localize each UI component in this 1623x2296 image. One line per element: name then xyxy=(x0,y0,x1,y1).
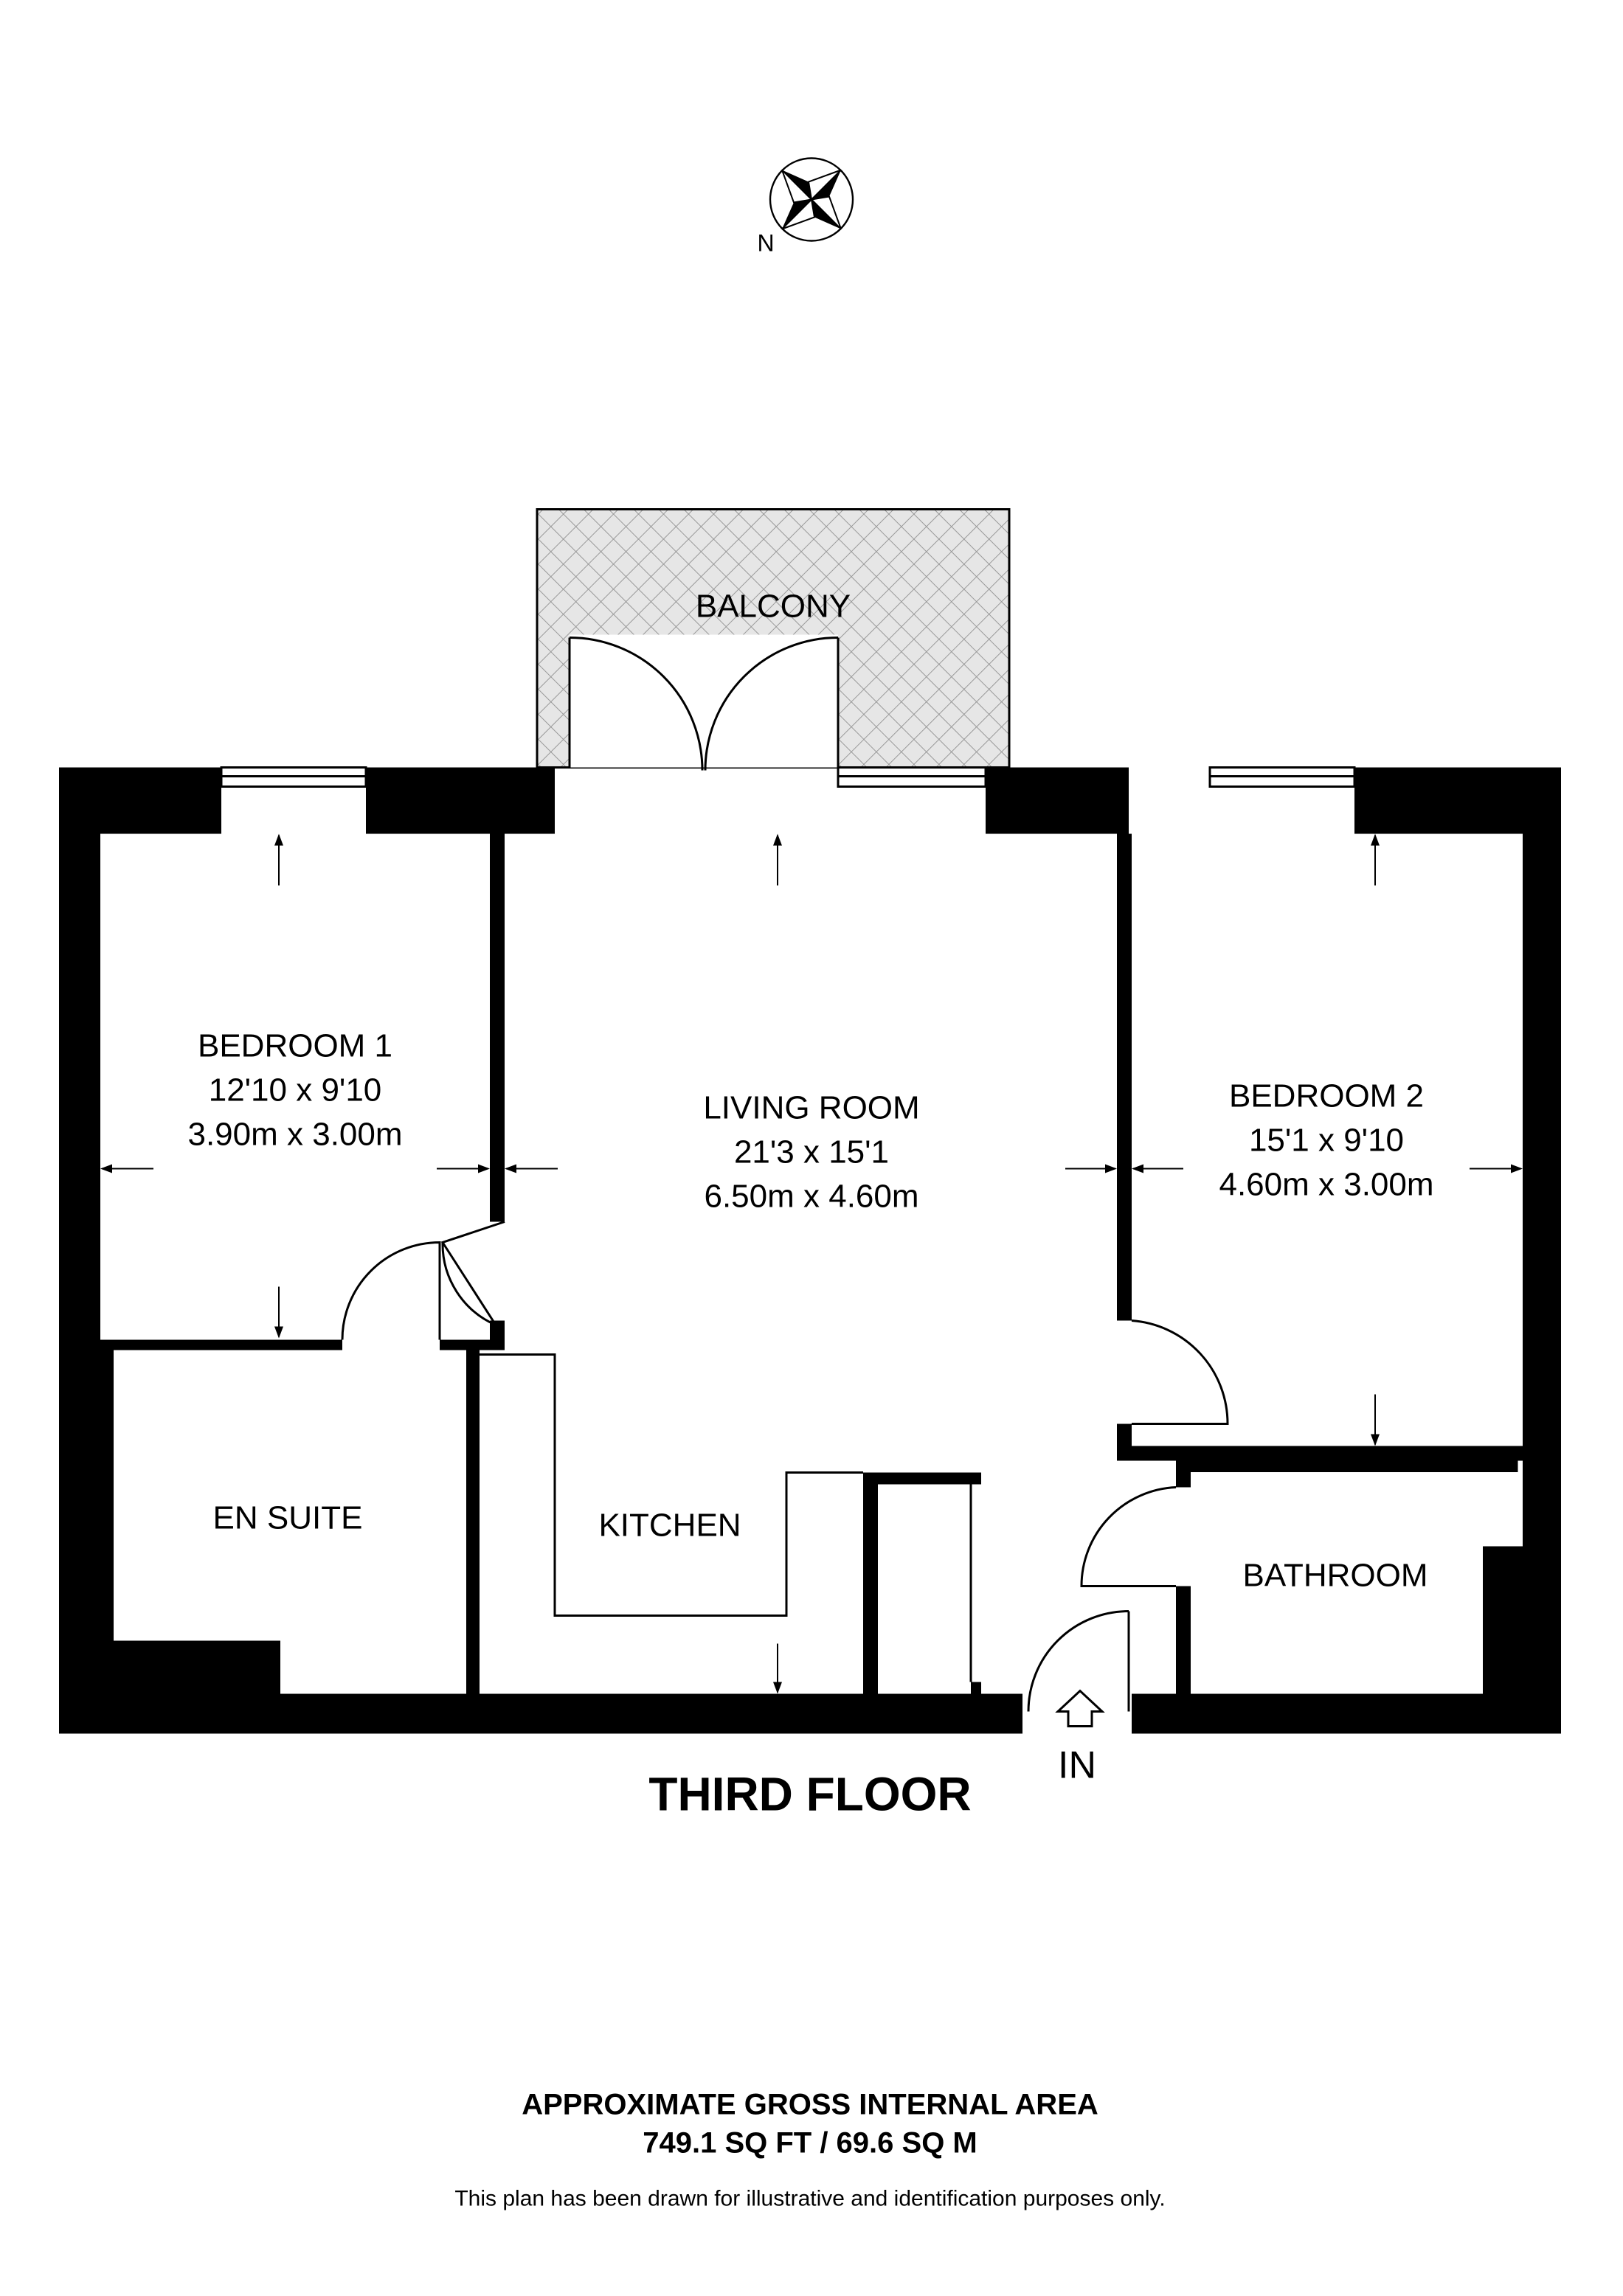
svg-text:4.60m x 3.00m: 4.60m x 3.00m xyxy=(1219,1167,1433,1203)
room-kitchen: KITCHEN xyxy=(598,1508,741,1544)
dimension-arrows xyxy=(100,833,1523,1694)
floor-title: THIRD FLOOR xyxy=(648,1768,971,1821)
room-en-suite: EN SUITE xyxy=(213,1500,363,1536)
entrance-label: IN xyxy=(1058,1744,1096,1787)
room-living-room: LIVING ROOM 21'3 x 15'1 6.50m x 4.60m xyxy=(703,1090,919,1215)
kitchen-counter xyxy=(480,1353,863,1617)
compass-icon xyxy=(769,157,854,242)
svg-text:BEDROOM 1: BEDROOM 1 xyxy=(198,1028,392,1064)
svg-text:15'1 x 9'10: 15'1 x 9'10 xyxy=(1249,1123,1404,1159)
room-bedroom-2: BEDROOM 2 15'1 x 9'10 4.60m x 3.00m xyxy=(1219,1078,1433,1203)
area-value: 749.1 SQ FT / 69.6 SQ M xyxy=(643,2127,977,2160)
svg-text:12'10 x 9'10: 12'10 x 9'10 xyxy=(209,1072,382,1109)
disclaimer: This plan has been drawn for illustrativ… xyxy=(454,2187,1165,2211)
doors xyxy=(341,1221,1229,1727)
balcony-label: BALCONY xyxy=(696,589,851,625)
svg-text:6.50m x 4.60m: 6.50m x 4.60m xyxy=(704,1179,918,1215)
svg-text:21'3 x 15'1: 21'3 x 15'1 xyxy=(734,1134,889,1170)
room-bedroom-1: BEDROOM 1 12'10 x 9'10 3.90m x 3.00m xyxy=(187,1028,402,1153)
area-heading: APPROXIMATE GROSS INTERNAL AREA xyxy=(522,2089,1098,2121)
compass-north-label: N xyxy=(757,230,774,257)
svg-text:BEDROOM 2: BEDROOM 2 xyxy=(1229,1078,1424,1114)
svg-text:3.90m x 3.00m: 3.90m x 3.00m xyxy=(187,1117,402,1153)
windows xyxy=(220,766,1356,1682)
walls xyxy=(59,767,1561,1734)
room-bathroom: BATHROOM xyxy=(1243,1558,1428,1594)
svg-text:LIVING ROOM: LIVING ROOM xyxy=(703,1090,919,1126)
